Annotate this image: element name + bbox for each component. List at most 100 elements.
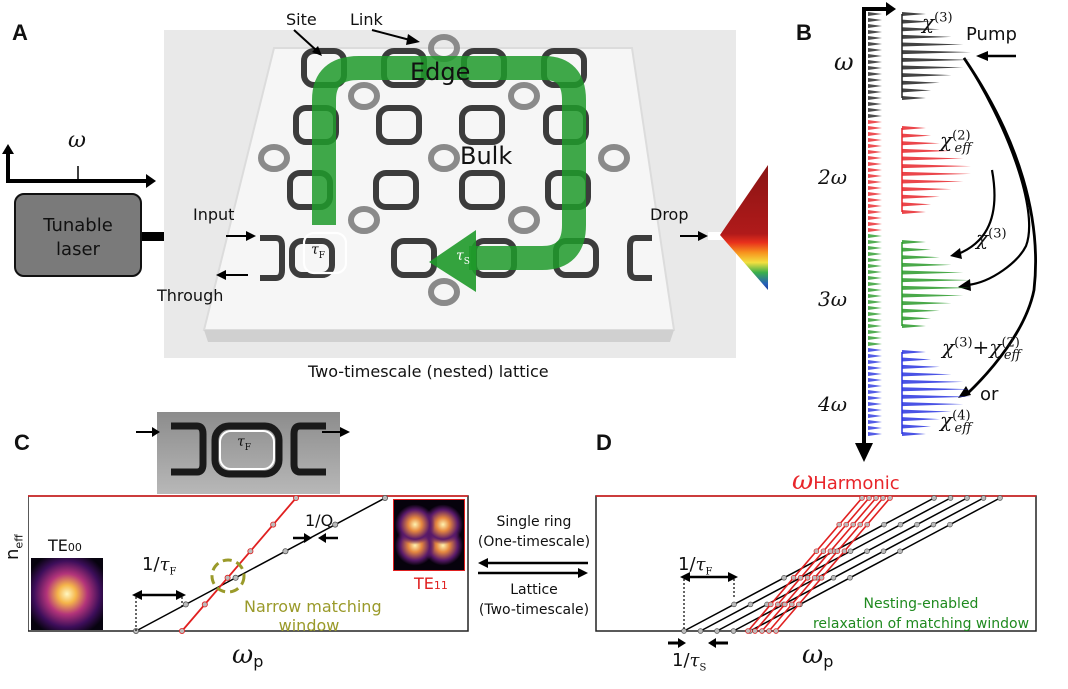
harmonic-resonance-point: [836, 521, 842, 528]
axis-comb-tooth: [868, 402, 882, 406]
fundamental-resonance-point: [381, 495, 388, 501]
bulk-label: Bulk: [460, 142, 513, 170]
pump-arrowhead: [976, 51, 988, 61]
fundamental-dispersion-line: [733, 497, 984, 632]
harmonic-resonance-point: [766, 628, 772, 634]
harmonic-comb-diagram: [855, 2, 1037, 462]
axis-comb-tooth: [868, 168, 882, 172]
comb-line: [902, 301, 952, 306]
chi2eff-label: χ(2)eff: [940, 128, 972, 156]
harmonic-resonance-point: [859, 495, 865, 501]
axis-comb-tooth: [868, 30, 882, 34]
slow-fsr-arrows: [668, 638, 728, 648]
axis-comb-tooth: [868, 324, 882, 328]
axis-comb-tooth: [868, 234, 882, 238]
harmonic-resonance-point: [752, 628, 758, 634]
axis-comb-tooth: [868, 246, 882, 250]
axis-comb-tooth: [868, 222, 882, 226]
axis-comb-tooth: [868, 162, 882, 166]
harmonic-resonance-point: [841, 548, 848, 554]
site-ring: [391, 238, 437, 278]
comb-line: [902, 27, 940, 32]
omega-3-label: 3ω: [818, 287, 848, 311]
comb-line: [902, 270, 964, 275]
or-label: or: [980, 384, 999, 405]
fast-ring-highlight: [302, 231, 348, 275]
axis-comb-tooth: [868, 156, 882, 160]
fundamental-resonance-point: [897, 521, 904, 528]
panel-b-label: B: [796, 20, 812, 45]
axis-comb-tooth: [868, 240, 882, 244]
comb-line: [902, 402, 964, 407]
comb-line: [902, 202, 932, 207]
laser-label-line2: laser: [56, 239, 100, 260]
axis-comb-tooth: [868, 390, 882, 394]
axis-comb-tooth: [868, 420, 882, 424]
comb-line: [902, 262, 952, 267]
site-ring: [373, 170, 419, 210]
axis-comb-tooth: [868, 12, 882, 16]
harmonic-resonance-point: [834, 548, 841, 554]
comb-line: [902, 424, 932, 429]
comb-line: [902, 126, 926, 130]
harmonic-dispersion-line: [747, 497, 863, 632]
comb-line: [902, 133, 932, 138]
comb-line: [902, 240, 926, 244]
harmonic-dispersion-line: [768, 497, 884, 632]
fundamental-resonance-point: [914, 521, 920, 528]
axis-comb-tooth: [868, 180, 882, 184]
comb-line: [902, 88, 932, 93]
single-ring-label: Single ring(One-timescale): [477, 514, 591, 550]
axis-comb-tooth: [868, 372, 882, 376]
chi3-thg-label: χ(3): [976, 226, 1007, 250]
axis-comb-tooth: [868, 36, 882, 40]
chi2-arrow: [957, 169, 996, 256]
axis-comb-tooth: [868, 108, 882, 112]
q-linewidth-label: 1/Q: [305, 511, 334, 530]
drop-port-label: Drop: [650, 205, 689, 224]
comb-line: [902, 156, 964, 161]
axis-comb-tooth: [868, 312, 882, 316]
comb-line: [902, 379, 964, 384]
comb-line: [902, 164, 971, 169]
lattice-caption: Two-timescale (nested) lattice: [308, 362, 549, 381]
c-xlabel: ωp: [232, 640, 264, 672]
fundamental-resonance-point: [964, 495, 970, 501]
axis-comb-tooth: [868, 114, 882, 118]
comb-line: [902, 417, 940, 422]
harmonic-dispersion-line: [754, 497, 870, 632]
axis-bottom-arrowhead: [855, 443, 873, 462]
harmonic-resonance-point: [759, 628, 765, 634]
comb-line: [902, 141, 940, 146]
te11-label: TE11: [414, 574, 448, 593]
d-fsr-label: 1/τF: [678, 554, 713, 578]
harmonic-resonance-point: [224, 574, 231, 581]
comb-line: [902, 65, 964, 70]
chi3-pump-label: χ(3): [922, 10, 953, 34]
link-ring: [348, 82, 380, 110]
harmonic-resonance-point: [880, 495, 886, 501]
fundamental-resonance-point: [897, 548, 903, 554]
link-ring: [508, 206, 540, 234]
fundamental-resonance-point: [730, 628, 737, 634]
fsr-arrowhead-right: [728, 572, 738, 582]
axis-comb-tooth: [868, 18, 882, 22]
comb-line: [902, 372, 952, 377]
axis-comb-tooth: [868, 318, 882, 322]
comb-line: [902, 12, 926, 16]
laser-spectrum-axis: [2, 144, 156, 188]
comb-line: [902, 57, 971, 62]
fundamental-resonance-point: [847, 575, 853, 581]
te11-mode-image: [393, 499, 465, 571]
panel-a-label: A: [12, 20, 28, 45]
regime-toggle-arrows: [478, 558, 588, 578]
fundamental-resonance-point: [947, 495, 954, 501]
single-ring-render: τF: [157, 412, 340, 494]
fundamental-resonance-point: [232, 574, 239, 581]
axis-comb-tooth: [868, 258, 882, 262]
harmonic-resonance-point: [292, 495, 299, 501]
axis-comb-tooth: [868, 126, 882, 130]
comb-line: [902, 308, 940, 313]
fsr-arrowhead-left: [132, 590, 142, 600]
